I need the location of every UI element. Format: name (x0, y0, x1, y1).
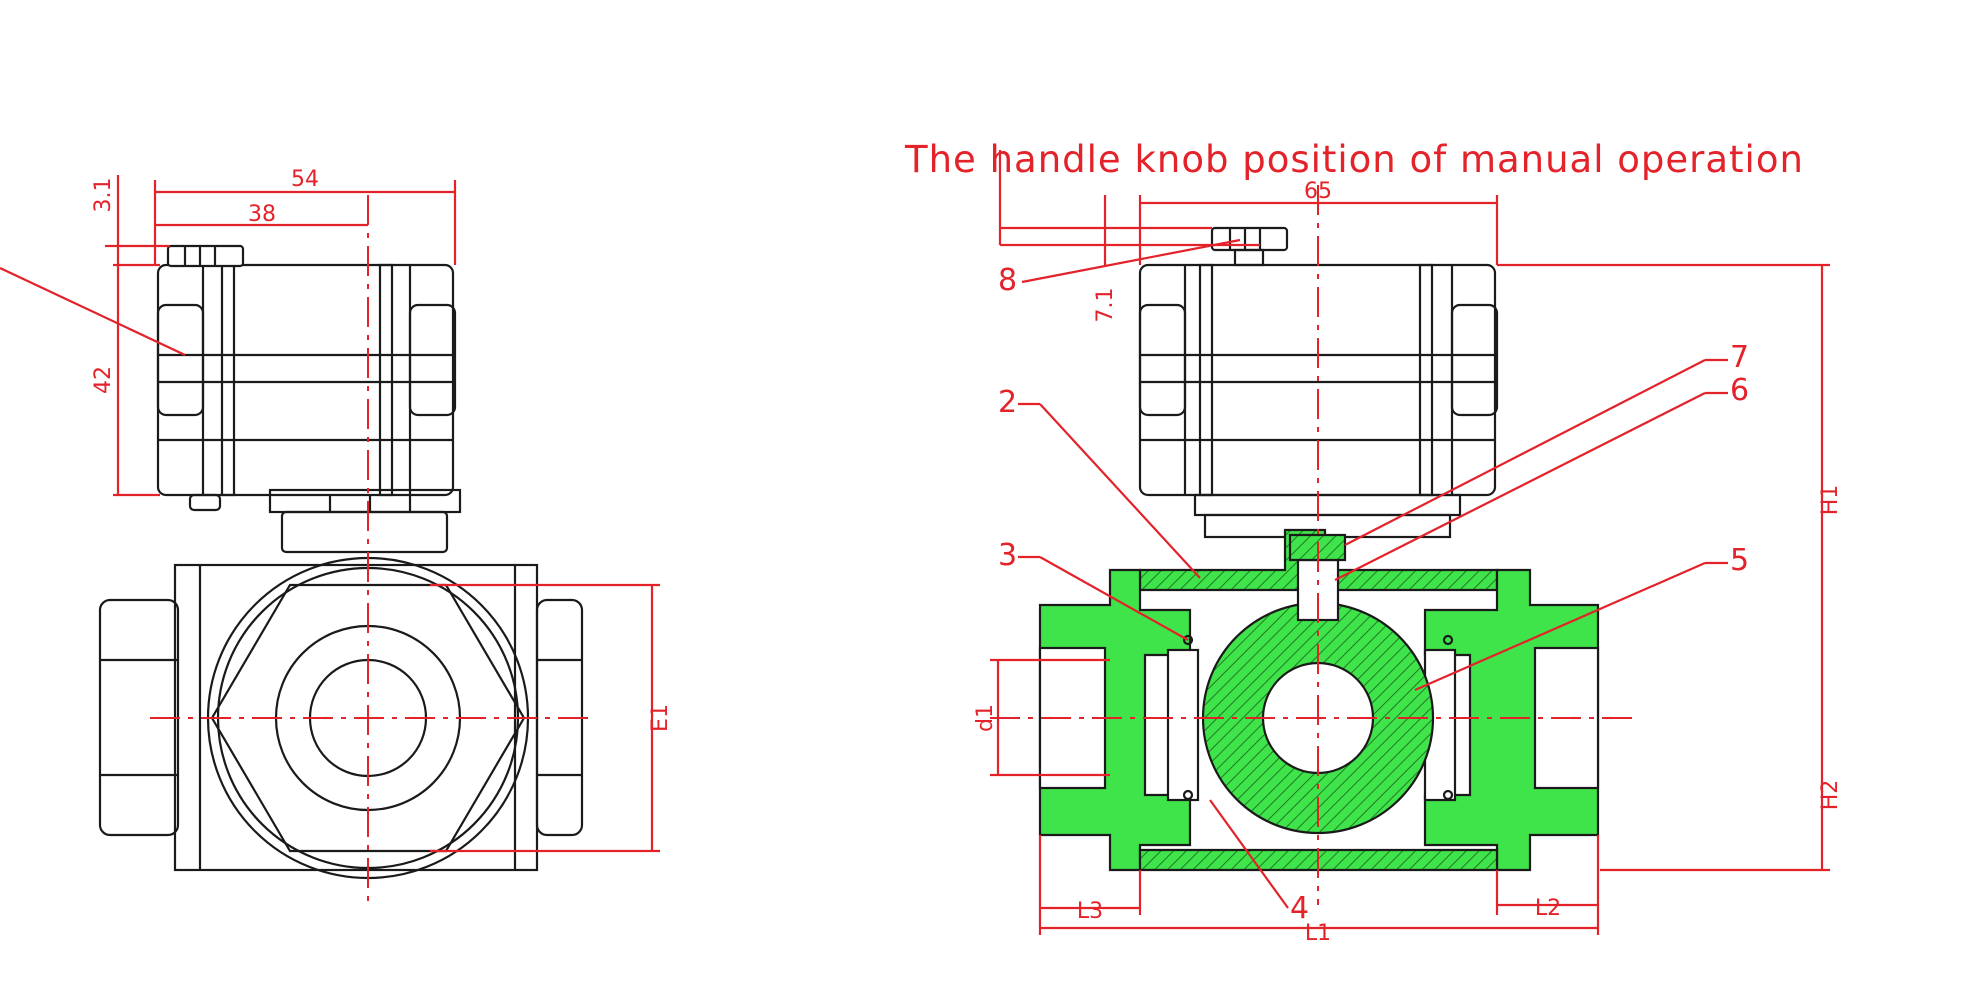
dim-38: 38 (248, 202, 276, 227)
right-view: The handle knob position of manual opera… (904, 138, 1843, 946)
left-knob (166, 244, 245, 268)
dim-54: 54 (291, 167, 319, 192)
part-4: 4 (1290, 891, 1309, 926)
right-knob (1210, 226, 1289, 252)
part-3: 3 (998, 538, 1017, 573)
part-2: 2 (998, 385, 1017, 420)
drawing-title: The handle knob position of manual opera… (904, 138, 1804, 181)
part-5: 5 (1730, 543, 1749, 578)
dim-e1: E1 (648, 704, 673, 732)
dim-3-1: 3.1 (91, 178, 116, 213)
dim-42: 42 (91, 366, 116, 394)
part-7: 7 (1730, 340, 1749, 375)
dim-7-1: 7.1 (1093, 288, 1118, 323)
left-actuator (156, 244, 462, 554)
dim-l2: L2 (1535, 896, 1561, 921)
part-8: 8 (998, 263, 1017, 298)
dim-l1: L1 (1305, 921, 1331, 946)
dim-l3: L3 (1077, 899, 1103, 924)
dim-h2: H2 (1818, 780, 1843, 811)
dim-h1: H1 (1818, 485, 1843, 516)
right-dimensions: 65 7.1 H1 H2 d1 L1 L3 L2 (973, 150, 1843, 946)
part-6: 6 (1730, 373, 1749, 408)
dim-65: 65 (1304, 179, 1332, 204)
left-dimensions: 54 38 42 3.1 E1 (0, 167, 673, 853)
left-view: 54 38 42 3.1 E1 (0, 167, 673, 905)
dim-d1: d1 (973, 704, 998, 732)
part-leaders: 8 2 3 7 6 5 4 (998, 238, 1749, 926)
